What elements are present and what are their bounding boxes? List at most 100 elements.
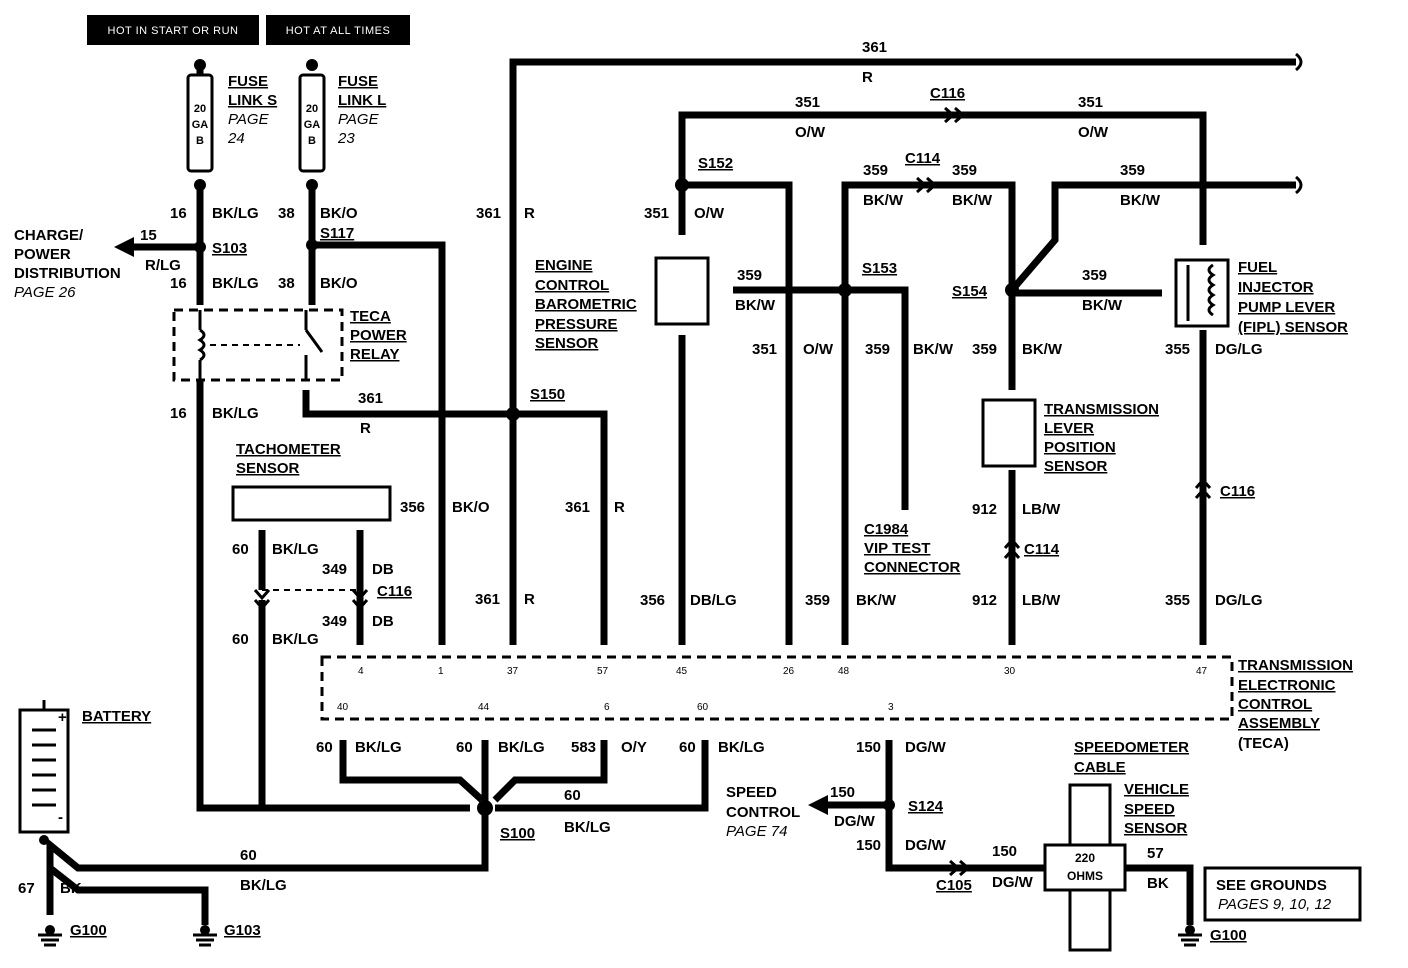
tlps-l2: LEVER bbox=[1044, 420, 1094, 437]
wire-38-a: 38 bbox=[278, 205, 295, 222]
wire-60-f: 60 bbox=[564, 787, 581, 804]
svg-text:FUSE: FUSE bbox=[338, 73, 378, 90]
vip-l1: C1984 bbox=[864, 521, 909, 538]
pin-37: 37 bbox=[507, 666, 519, 677]
c116-top: C116 bbox=[930, 85, 965, 102]
transmission-lever-position-sensor bbox=[981, 398, 1037, 468]
speed-control-page: PAGE 74 bbox=[726, 823, 787, 840]
splice-s152: S152 bbox=[698, 155, 733, 172]
wire-r-top: R bbox=[862, 69, 873, 86]
teca-relay-box bbox=[172, 308, 344, 382]
wire-bko-b: BK/O bbox=[320, 275, 358, 292]
teca-box bbox=[320, 655, 1234, 721]
fipl-l4: (FIPL) SENSOR bbox=[1238, 319, 1348, 336]
header-hot-all-times: HOT AT ALL TIMES bbox=[266, 15, 410, 45]
wire-ow-c: O/W bbox=[694, 205, 725, 222]
wire-bklg-f: BK/LG bbox=[355, 739, 402, 756]
pin-60: 60 bbox=[697, 702, 709, 713]
wire-bko-b2: BK/O bbox=[452, 499, 490, 516]
charge-l2: POWER bbox=[14, 246, 71, 263]
ecbp-l4: PRESSURE bbox=[535, 316, 618, 333]
c116-tach: C116 bbox=[377, 583, 412, 600]
vehicle-speed-sensor: 220 OHMS bbox=[1043, 783, 1127, 952]
svg-text:20: 20 bbox=[194, 103, 206, 115]
header-hot-start-run: HOT IN START OR RUN bbox=[87, 15, 259, 45]
wire-150-b: 150 bbox=[856, 739, 881, 756]
svg-text:24: 24 bbox=[227, 130, 245, 147]
wire-bkw-a: BK/W bbox=[863, 192, 904, 209]
wire-361-top: 361 bbox=[862, 39, 887, 56]
see-grounds-l1: SEE GROUNDS bbox=[1216, 877, 1327, 894]
vip-l3: CONNECTOR bbox=[864, 559, 961, 576]
wire-dblg: DB/LG bbox=[690, 592, 737, 609]
speed-control-l2: CONTROL bbox=[726, 804, 800, 821]
wire-dglg-a: DG/LG bbox=[1215, 341, 1263, 358]
ecbp-l3: BAROMETRIC bbox=[535, 296, 637, 313]
c114-right: C114 bbox=[1024, 541, 1060, 558]
see-grounds-box bbox=[1203, 866, 1362, 922]
svg-text:FUSE: FUSE bbox=[228, 73, 268, 90]
wire-bklg-h: BK/LG bbox=[718, 739, 765, 756]
wire-359-b: 359 bbox=[952, 162, 977, 179]
wire-dgw-d: DG/W bbox=[992, 874, 1034, 891]
pin-26: 26 bbox=[783, 666, 795, 677]
wire-r-mid: R bbox=[524, 205, 535, 222]
teca-l4: ASSEMBLY bbox=[1238, 715, 1320, 732]
wire-912-b: 912 bbox=[972, 592, 997, 609]
pin-4: 4 bbox=[358, 666, 364, 677]
wire-bklg-i: BK/LG bbox=[564, 819, 611, 836]
wire-16-a: 16 bbox=[170, 205, 187, 222]
wire-lbw-a: LB/W bbox=[1022, 501, 1061, 518]
wire-bklg-d: BK/LG bbox=[272, 541, 319, 558]
wire-dgw-a: DG/W bbox=[834, 813, 876, 830]
wire-bklg-a: BK/LG bbox=[212, 205, 259, 222]
tach-l1: TACHOMETER bbox=[236, 441, 341, 458]
wire-bkw-g: BK/W bbox=[1082, 297, 1123, 314]
wire-ow-b: O/W bbox=[1078, 124, 1109, 141]
vss-l2: SPEED bbox=[1124, 801, 1175, 818]
wire-351-b: 351 bbox=[1078, 94, 1103, 111]
wire-356-b: 356 bbox=[640, 592, 665, 609]
wire-60-a: 60 bbox=[232, 541, 249, 558]
teca-relay-l1: TECA bbox=[350, 308, 391, 325]
wire-57: 57 bbox=[1147, 845, 1164, 862]
wire-583: 583 bbox=[571, 739, 596, 756]
wire-ow-a: O/W bbox=[795, 124, 826, 141]
wire-361-relay: 361 bbox=[358, 390, 383, 407]
wire-359-g: 359 bbox=[1082, 267, 1107, 284]
pin-30: 30 bbox=[1004, 666, 1016, 677]
splice-dots bbox=[194, 178, 1019, 816]
wire-359-a: 359 bbox=[863, 162, 888, 179]
wire-60-b: 60 bbox=[232, 631, 249, 648]
wire-bklg-j: BK/LG bbox=[240, 877, 287, 894]
relay-internals bbox=[197, 310, 324, 380]
svg-text:23: 23 bbox=[337, 130, 355, 147]
fuse-link-l: 20 GA B FUSE LINK L PAGE 23 bbox=[298, 59, 386, 191]
wire-351-a: 351 bbox=[795, 94, 820, 111]
svg-text:-: - bbox=[58, 809, 63, 826]
wire-lbw-b: LB/W bbox=[1022, 592, 1061, 609]
ground-symbols bbox=[38, 925, 1202, 947]
c105: C105 bbox=[936, 877, 972, 894]
tlps-l1: TRANSMISSION bbox=[1044, 401, 1159, 418]
wire-361-mid: 361 bbox=[476, 205, 501, 222]
svg-text:HOT AT ALL TIMES: HOT AT ALL TIMES bbox=[286, 25, 391, 37]
svg-text:+: + bbox=[58, 709, 67, 726]
fuse-link-s: 20 GA B FUSE LINK S PAGE 24 bbox=[186, 59, 277, 191]
c114-top: C114 bbox=[905, 150, 941, 167]
wire-16-b: 16 bbox=[170, 275, 187, 292]
teca-relay-l3: RELAY bbox=[350, 346, 399, 363]
wire-bkw-b: BK/W bbox=[952, 192, 993, 209]
svg-text:B: B bbox=[308, 135, 316, 147]
teca-relay-l2: POWER bbox=[350, 327, 407, 344]
ground-g100-a: G100 bbox=[70, 922, 107, 939]
wire-dgw-b: DG/W bbox=[905, 739, 947, 756]
wire-bkw-f: BK/W bbox=[1022, 341, 1063, 358]
wire-bkw-c: BK/W bbox=[1120, 192, 1161, 209]
wire-bkw-e: BK/W bbox=[913, 341, 954, 358]
speedo-l1: SPEEDOMETER bbox=[1074, 739, 1189, 756]
wire-dgw-c: DG/W bbox=[905, 837, 947, 854]
svg-text:GA: GA bbox=[192, 119, 209, 131]
ecbp-l2: CONTROL bbox=[535, 277, 609, 294]
